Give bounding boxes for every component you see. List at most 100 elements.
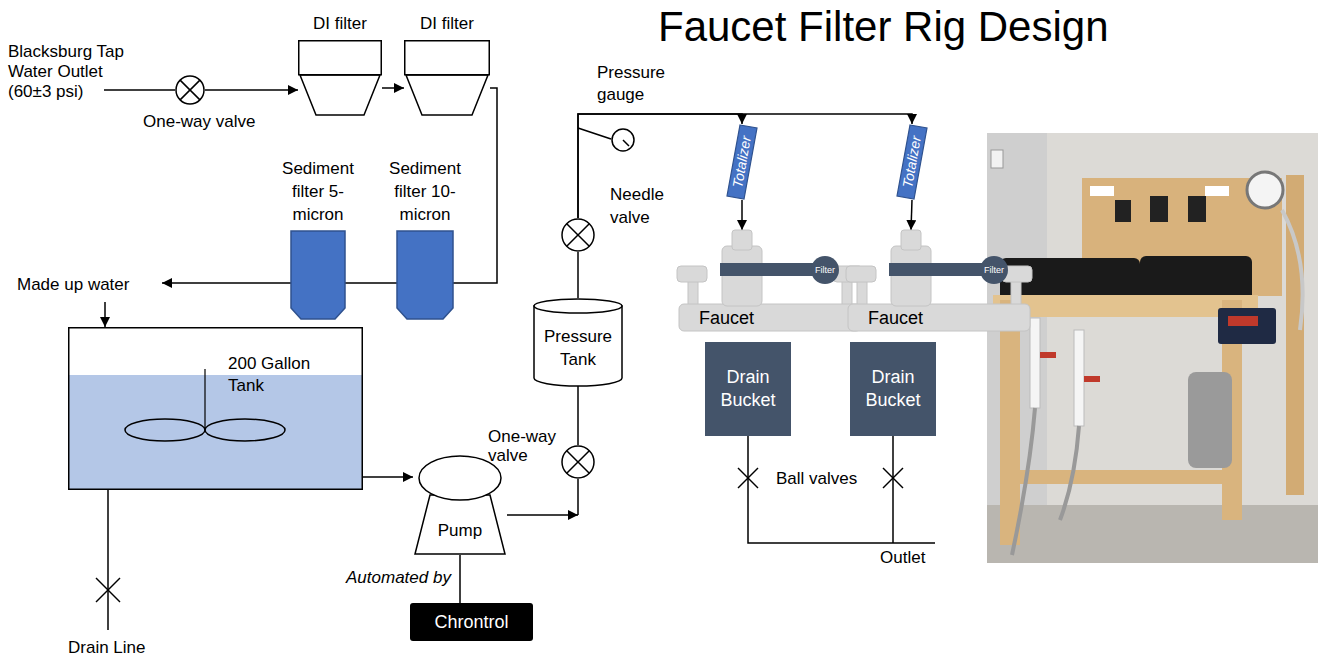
gauge-dial — [612, 129, 634, 151]
photo-valve — [1084, 376, 1100, 382]
diagram-title: Faucet Filter Rig Design — [658, 2, 1109, 52]
filter-housing — [300, 75, 380, 115]
filter-housing — [406, 75, 488, 115]
totalizer-body — [897, 125, 927, 199]
totalizer-body — [727, 125, 757, 199]
pipe-line — [104, 302, 106, 327]
annotation-label: Outlet — [880, 548, 925, 568]
faucet-part — [688, 280, 698, 307]
valve-cross — [180, 80, 200, 100]
drain-valve-symbol — [96, 578, 120, 602]
ball-valve-symbol — [738, 468, 758, 488]
gauge-tap — [578, 128, 611, 139]
faucet-part — [842, 280, 852, 307]
supply-pipe — [104, 89, 175, 91]
valve-circle — [562, 219, 594, 251]
pipe-line — [577, 479, 579, 515]
pipe-connector — [382, 88, 404, 89]
pressure-tank: Pressure Tank — [533, 298, 623, 386]
storage-tank: 200 Gallon Tank — [68, 327, 363, 490]
needle-valve-outline — [561, 218, 595, 252]
pump-head — [419, 456, 501, 500]
photo-hose — [1060, 426, 1079, 520]
node-label: Drain Bucket — [709, 366, 787, 412]
pipe-line — [741, 200, 743, 230]
photo-tag — [1090, 186, 1114, 196]
photo-wall — [987, 133, 1318, 563]
drain-bucket: Drain Bucket — [850, 342, 936, 436]
faucet: FaucetFilter — [677, 230, 863, 332]
timer-body — [410, 603, 533, 641]
pipe-line — [507, 514, 578, 516]
di-filter-outline — [298, 40, 382, 116]
node-label: Chrontrol — [414, 611, 529, 633]
photo-hose — [1282, 210, 1303, 330]
pipe-connector — [507, 479, 578, 515]
faucet-filter: Filter — [811, 256, 839, 284]
storage-tank-outline — [68, 327, 363, 490]
faucet-part — [732, 230, 752, 250]
needle-valve: Needle valve — [561, 218, 595, 252]
pipe-connector — [105, 88, 497, 327]
bucket-body — [705, 342, 791, 436]
di-filter: DI filter — [298, 40, 382, 116]
sediment-filter: Sediment filter 5-micron — [290, 230, 346, 320]
pressure-gauge: Pressure gauge — [611, 128, 635, 152]
one-way-valve-outline — [561, 445, 595, 479]
annotation-label: Automated by — [346, 568, 451, 588]
photo-tank — [1188, 372, 1232, 468]
faucet-part — [857, 280, 867, 307]
faucet: FaucetFilter — [846, 230, 1032, 332]
drain-bucket-outline — [705, 342, 791, 436]
pipe-connector — [460, 555, 461, 603]
pipe-connector — [363, 477, 413, 478]
annotation-label: Made up water — [17, 275, 129, 295]
pipe-line — [577, 252, 579, 298]
mixer-shaft — [204, 369, 205, 430]
totalizer: Totalizer — [726, 124, 758, 200]
outlet-pipe — [748, 436, 935, 543]
node-label: Sediment filter 5-micron — [275, 157, 361, 226]
node-label: One-way valve — [143, 112, 255, 132]
ball-valve-symbol — [738, 468, 758, 488]
drain-bucket-outline — [850, 342, 936, 436]
photo-faucet — [1150, 196, 1168, 222]
faucet-filter: Filter — [980, 256, 1008, 284]
sediment-filter: Sediment filter 10-micron — [396, 230, 454, 320]
outlet-pipe — [892, 436, 894, 543]
mixer-blade — [125, 419, 205, 441]
photo-hose — [1012, 408, 1035, 555]
di-filter-outline — [404, 40, 490, 116]
node-label: One-way valve — [488, 427, 558, 465]
cylinder-body — [534, 306, 622, 386]
filter-bar — [720, 263, 816, 276]
mixer-blade — [205, 419, 285, 441]
one-way-valve: One-way valve — [561, 445, 595, 479]
valve-cross — [567, 451, 590, 474]
pipe-line — [911, 200, 912, 230]
faucet-part — [679, 304, 861, 331]
pipe-line — [382, 87, 404, 89]
node-label: Filter — [981, 265, 1007, 276]
pipe-line — [205, 89, 298, 91]
annotation-label: Ball valves — [776, 469, 857, 489]
one-way-valve-outline — [175, 75, 205, 105]
pipe-connector — [578, 386, 579, 445]
valve-circle — [562, 446, 594, 478]
gauge-needle — [623, 140, 629, 146]
pipe-connector — [205, 90, 298, 91]
photo-pipe — [1074, 330, 1084, 426]
rig-photo — [987, 133, 1318, 563]
node-label: Drain Bucket — [854, 366, 932, 412]
ball-valve-symbol — [883, 468, 903, 488]
tank-wall — [69, 328, 363, 490]
filter-disc — [811, 256, 839, 284]
sediment-filter-outline — [290, 230, 346, 320]
photo-pipe — [1030, 318, 1040, 408]
di-filter: DI filter — [404, 40, 490, 116]
photo-switch — [991, 150, 1003, 168]
annotation-label: Blacksburg Tap Water Outlet (60±3 psi) — [8, 42, 146, 102]
filter-cap — [405, 41, 490, 75]
